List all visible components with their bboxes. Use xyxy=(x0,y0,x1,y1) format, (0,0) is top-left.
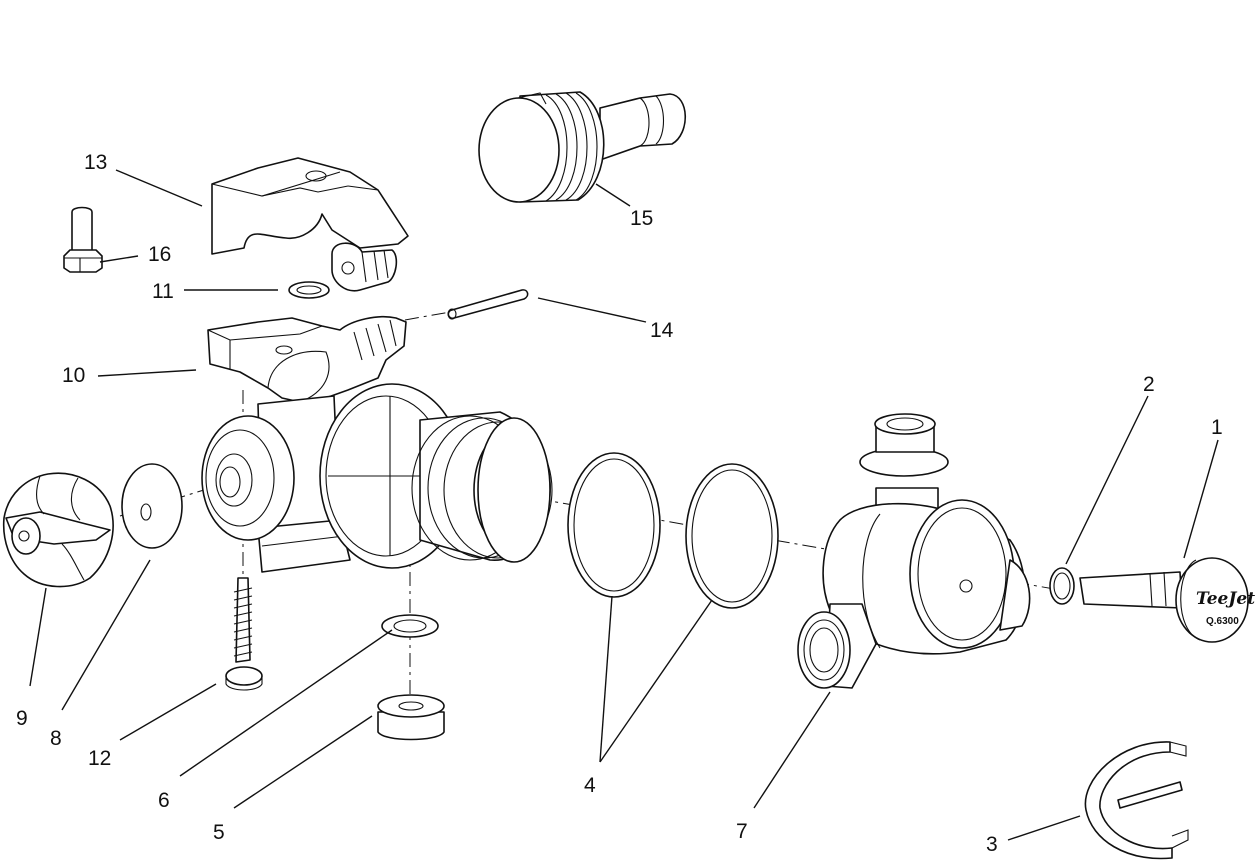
screw-part xyxy=(225,577,263,691)
callout-12: 12 xyxy=(88,747,111,770)
retaining-clip-part xyxy=(1084,741,1189,860)
callout-4: 4 xyxy=(584,774,596,797)
disc-part xyxy=(121,463,183,549)
callout-16: 16 xyxy=(148,243,171,266)
callout-2: 2 xyxy=(1143,373,1155,396)
pin-part xyxy=(447,289,529,320)
knob-model-text: Q.6300 xyxy=(1206,616,1239,627)
knob-brand-text: TeeJet xyxy=(1196,589,1255,609)
valve-body-part xyxy=(201,315,553,573)
callout-10: 10 xyxy=(62,364,85,387)
callout-8: 8 xyxy=(50,727,62,750)
callout-11: 11 xyxy=(152,280,174,303)
knob-part xyxy=(2,472,114,588)
housing-part xyxy=(797,413,1031,689)
teejet-knob-part: TeeJet Q.6300 xyxy=(1079,557,1255,643)
callout-3: 3 xyxy=(986,833,998,856)
callout-13: 13 xyxy=(84,151,107,174)
bolt-part xyxy=(63,206,103,273)
callout-7: 7 xyxy=(736,820,748,843)
callout-9: 9 xyxy=(16,707,28,730)
callout-labels: 1 2 3 4 5 6 7 8 9 10 11 12 13 14 15 16 xyxy=(16,151,1223,856)
callout-14: 14 xyxy=(650,319,674,342)
upper-clamp-part xyxy=(211,157,409,292)
hose-fitting-part xyxy=(478,91,686,203)
washer-11-part xyxy=(288,281,330,299)
callout-5: 5 xyxy=(213,821,225,844)
nut-part xyxy=(377,694,445,741)
callout-6: 6 xyxy=(158,789,170,812)
leader-lines xyxy=(29,169,1219,841)
o-rings-part xyxy=(567,452,779,609)
small-o-ring-part xyxy=(1049,567,1075,605)
callout-1: 1 xyxy=(1211,416,1223,439)
washer-6-part xyxy=(381,614,439,638)
callout-15: 15 xyxy=(630,207,653,230)
